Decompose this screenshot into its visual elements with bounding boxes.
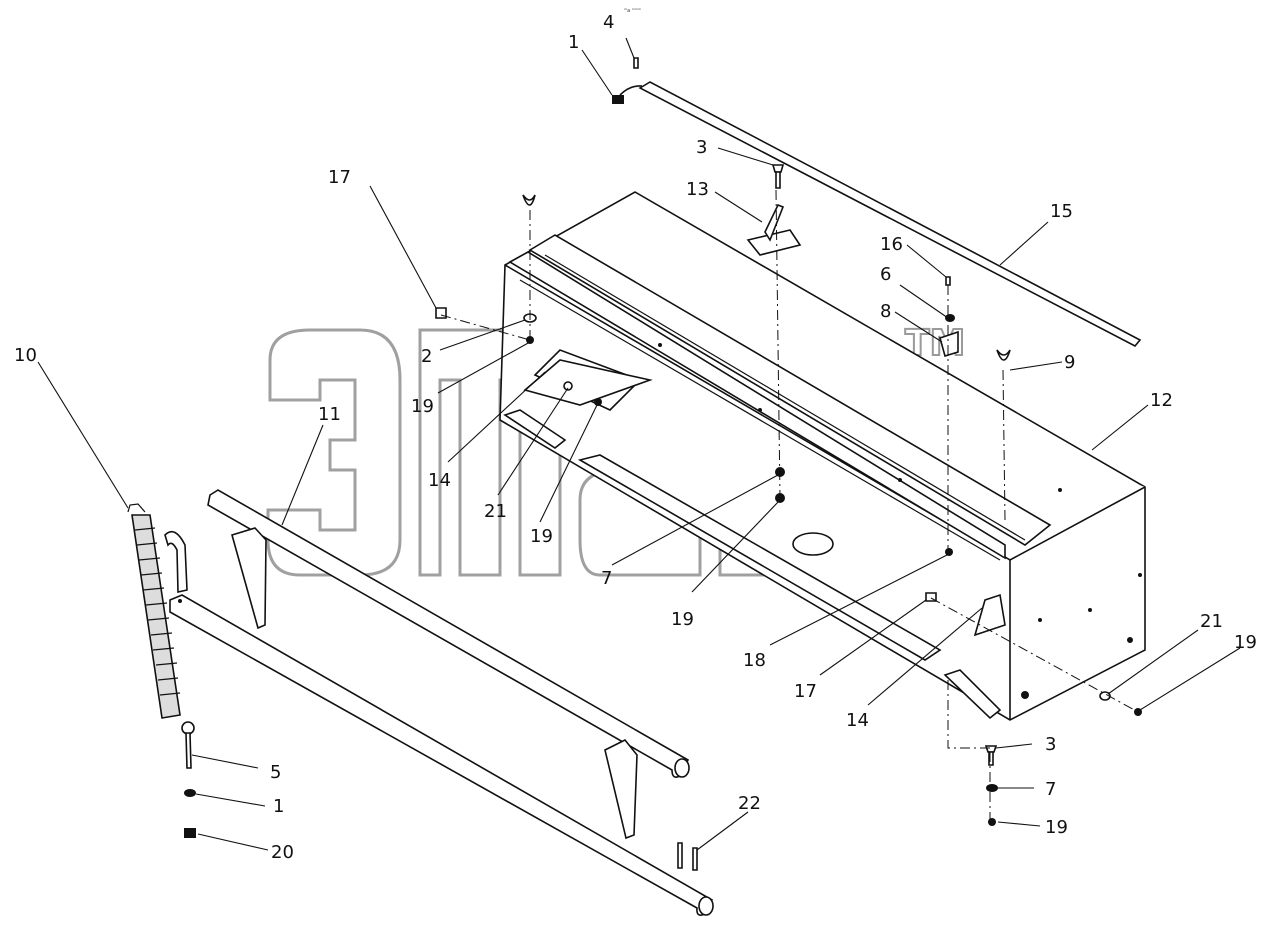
hook-part (164, 530, 188, 593)
callout-22: 22 (738, 793, 761, 814)
shaft-lower (169, 594, 714, 916)
callout-4: 4 (603, 12, 614, 33)
callout-11: 11 (318, 404, 341, 425)
lower-left-fasteners (181, 721, 196, 838)
callout-13: 13 (686, 179, 709, 200)
callout-20: 20 (271, 842, 294, 863)
callout-7: 7 (1045, 779, 1056, 800)
callout-19: 19 (411, 396, 434, 417)
callout-17: 17 (328, 167, 351, 188)
callout-6: 6 (880, 264, 891, 285)
callout-10: 10 (14, 345, 37, 366)
lever-arms (231, 527, 638, 840)
callout-2: 2 (421, 346, 432, 367)
callout-1: 1 (273, 796, 284, 817)
assembly-axes (440, 189, 1139, 822)
callout-8: 8 (880, 301, 891, 322)
callout-21: 21 (484, 501, 507, 522)
shaft-11 (207, 489, 690, 778)
fasteners (435, 57, 1142, 826)
leader-lines (37, 37, 1241, 851)
callout-16: 16 (880, 234, 903, 255)
callout-14: 14 (428, 470, 451, 491)
rod-15 (619, 81, 1142, 348)
callout-3: 3 (1045, 734, 1056, 755)
callout-19: 19 (671, 609, 694, 630)
callout-19: 19 (1045, 817, 1068, 838)
tiny-label: ᵐa ᵐᵐᵐ (624, 8, 641, 14)
housing-box (499, 191, 1146, 721)
spring-10 (127, 503, 181, 719)
callout-3: 3 (696, 137, 707, 158)
callout-12: 12 (1150, 390, 1173, 411)
callout-14: 14 (846, 710, 869, 731)
callout-9: 9 (1064, 352, 1075, 373)
callout-19: 19 (1234, 632, 1257, 653)
callout-15: 15 (1050, 201, 1073, 222)
callout-1: 1 (568, 32, 579, 53)
pins-22 (677, 842, 698, 871)
callout-19: 19 (530, 526, 553, 547)
callout-17: 17 (794, 681, 817, 702)
callout-21: 21 (1200, 611, 1223, 632)
callout-labels: 1 4 3 13 15 17 16 6 8 9 2 10 19 11 12 14… (14, 12, 1257, 863)
callout-7: 7 (601, 568, 612, 589)
callout-5: 5 (270, 762, 281, 783)
callout-18: 18 (743, 650, 766, 671)
